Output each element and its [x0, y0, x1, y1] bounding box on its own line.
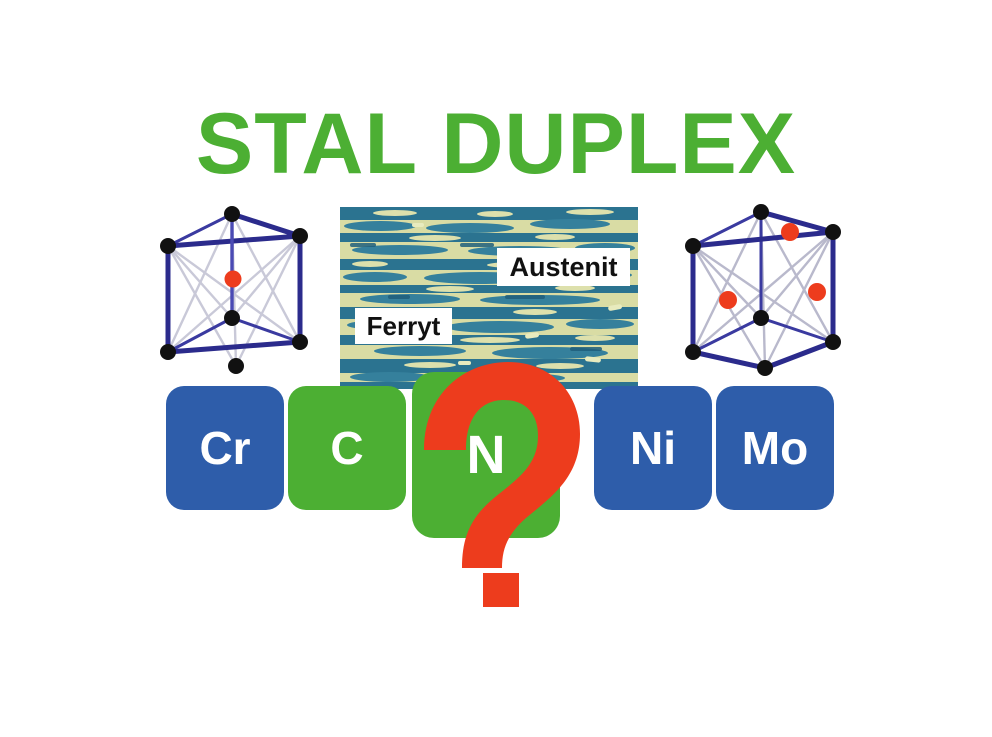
- fcc-cell-svg: [685, 204, 841, 376]
- element-symbol-c: C: [330, 422, 364, 474]
- element-symbol-ni: Ni: [630, 422, 676, 474]
- bcc-center-atom: [224, 270, 242, 288]
- phase-label-austenit: Austenit: [497, 248, 630, 286]
- micrograph-texture: [340, 207, 638, 389]
- element-symbol-mo: Mo: [741, 422, 809, 474]
- element-tile-ni[interactable]: Ni: [594, 386, 712, 510]
- page-title: STAL DUPLEX: [195, 96, 797, 192]
- element-tile-mo[interactable]: Mo: [716, 386, 834, 510]
- fcc-crystal-cell-diagram: [665, 200, 861, 387]
- fcc-face-atoms: [719, 223, 826, 309]
- element-tile-cr[interactable]: Cr: [166, 386, 284, 510]
- element-symbol-cr: Cr: [199, 422, 251, 474]
- question-mark-dot-icon: [483, 573, 519, 607]
- bcc-cell-svg: [160, 206, 308, 374]
- bcc-crystal-cell-diagram: [140, 200, 330, 383]
- element-tile-n[interactable]: N: [412, 372, 560, 538]
- element-tile-c[interactable]: C: [288, 386, 406, 510]
- element-symbol-n: N: [466, 425, 506, 485]
- duplex-steel-micrograph: [340, 207, 638, 389]
- phase-label-ferryt: Ferryt: [355, 308, 452, 344]
